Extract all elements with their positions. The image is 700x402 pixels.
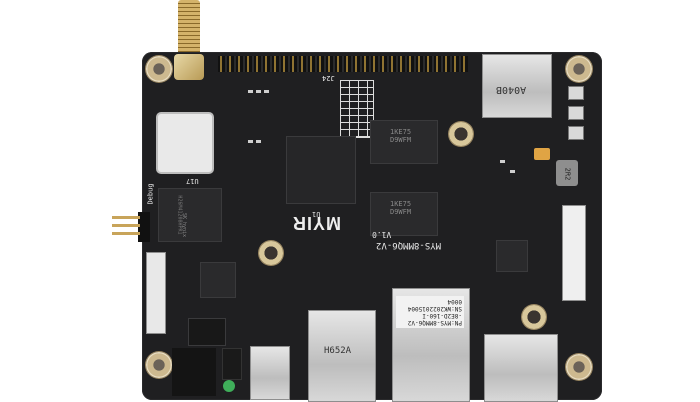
debug-label: Debug bbox=[146, 183, 155, 205]
debug-header bbox=[138, 212, 150, 242]
mounting-hole-center-top bbox=[449, 122, 473, 146]
reset-button[interactable] bbox=[568, 86, 584, 100]
mounting-hole-bottom-right bbox=[566, 354, 592, 380]
usb-c-port bbox=[250, 346, 290, 400]
emmc-chip bbox=[158, 188, 222, 242]
mounting-hole-bottom-mid bbox=[522, 305, 546, 329]
debug-pin bbox=[112, 224, 140, 227]
ethernet-label-line-3: SN:WK2022015004 bbox=[407, 305, 462, 312]
smd-component bbox=[264, 90, 269, 93]
antenna-connector-base bbox=[174, 54, 204, 80]
debug-pin bbox=[112, 232, 140, 235]
power-terminal bbox=[172, 348, 216, 396]
ram-2-marking-2: D9WFM bbox=[390, 208, 412, 216]
model-silk: MYS-8MMQ6-V2 bbox=[376, 240, 442, 250]
usb-a-jack bbox=[308, 310, 376, 402]
ram-1-marking-2: D9WFM bbox=[390, 136, 412, 144]
tantalum-capacitor bbox=[534, 148, 550, 160]
ethernet-label-line-4: 0004 bbox=[447, 298, 462, 305]
header-ref-silk: J24 bbox=[322, 74, 335, 82]
smd-component bbox=[256, 90, 261, 93]
version-silk: V1.0 bbox=[372, 230, 392, 239]
ram-chip-1 bbox=[370, 120, 438, 164]
inductor-marking: 2R2 bbox=[563, 167, 572, 181]
wifi-antenna-sma bbox=[178, 0, 200, 62]
ram-2-marking-1: 1KE75 bbox=[390, 200, 412, 208]
smd-component bbox=[248, 140, 253, 143]
pmic-chip bbox=[200, 262, 236, 298]
fpc-connector-left bbox=[146, 252, 166, 334]
wifi-module-ref: U17 bbox=[186, 177, 199, 185]
ethernet-label-line-1: PN:MYS-8MMQ6-V2 bbox=[407, 319, 462, 326]
wifi-module bbox=[158, 114, 212, 172]
ram-chip-2 bbox=[370, 192, 438, 236]
usb-jack-marking: H652A bbox=[324, 346, 352, 356]
gpio-header bbox=[218, 56, 468, 72]
green-led bbox=[223, 380, 235, 392]
main-soc bbox=[286, 136, 356, 204]
smd-component bbox=[500, 160, 505, 163]
ram-1-marking-1: 1KE75 bbox=[390, 128, 412, 136]
ic-right bbox=[496, 240, 528, 272]
user-button[interactable] bbox=[568, 106, 584, 120]
myir-logo: MYIR bbox=[292, 213, 341, 233]
boot-config-table bbox=[340, 80, 374, 138]
mounting-hole-bottom-left bbox=[146, 352, 172, 378]
emmc-marking-2: H26M41208HPR1 bbox=[176, 195, 183, 235]
onoff-button[interactable] bbox=[568, 126, 584, 140]
micro-sd-slot bbox=[482, 54, 552, 118]
mounting-hole-top-right bbox=[566, 56, 592, 82]
mounting-hole-top-left bbox=[146, 56, 172, 82]
power-ic bbox=[188, 318, 226, 346]
mounting-hole-center-left bbox=[259, 241, 283, 265]
smd-component bbox=[248, 90, 253, 93]
sd-marking: A040B bbox=[496, 84, 527, 95]
fpc-connector-right bbox=[562, 205, 586, 301]
smd-component bbox=[256, 140, 261, 143]
jumper-header bbox=[222, 348, 242, 380]
inductor bbox=[556, 160, 578, 186]
smd-component bbox=[510, 170, 515, 173]
ethernet-label-line-2: -8E2D-160-I bbox=[422, 312, 462, 319]
hdmi-port bbox=[484, 334, 558, 402]
debug-pin bbox=[112, 216, 140, 219]
ethernet-label: PN:MYS-8MMQ6-V2 -8E2D-160-I SN:WK2022015… bbox=[396, 296, 464, 328]
